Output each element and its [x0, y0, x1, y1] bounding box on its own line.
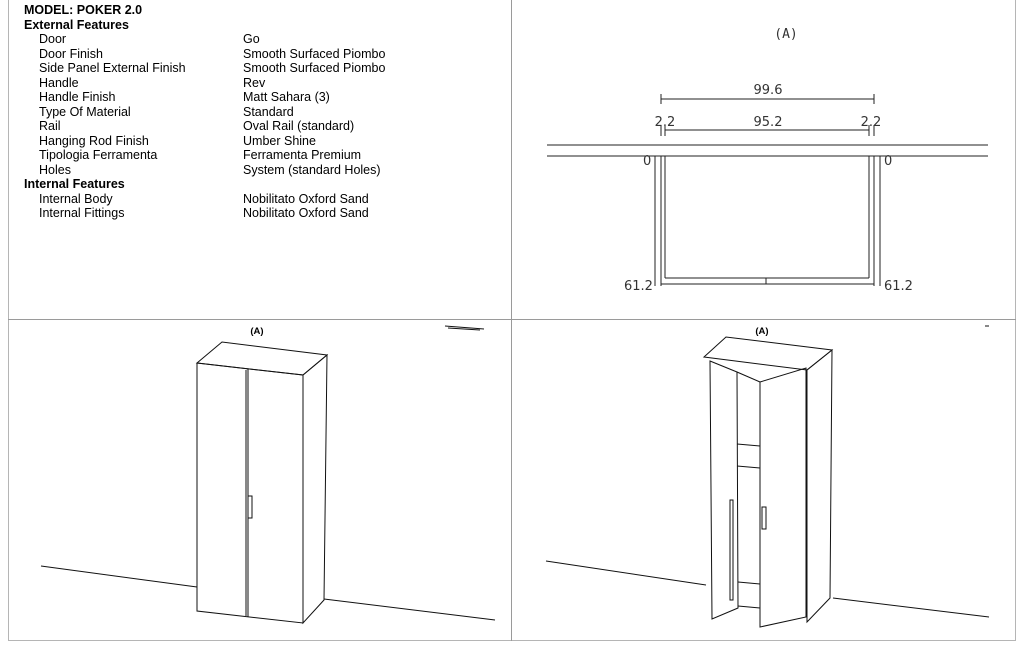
- right-depth-label: 61.2: [884, 279, 913, 294]
- spec-label: Internal Body: [39, 191, 113, 206]
- spec-value: System (standard Holes): [243, 162, 381, 177]
- spec-row: Holes System (standard Holes): [24, 163, 385, 178]
- vertical-divider: [511, 0, 512, 641]
- spec-row: Door Go: [24, 32, 385, 47]
- left-depth-label: 61.2: [624, 279, 653, 294]
- spec-value: Matt Sahara (3): [243, 90, 330, 104]
- spec-label: Internal Fittings: [39, 206, 125, 220]
- door-handle: [247, 495, 253, 519]
- spec-value: Nobilitato Oxford Sand: [243, 191, 369, 206]
- spec-row: Internal Body Nobilitato Oxford Sand: [24, 192, 385, 207]
- spec-row: Side Panel External Finish Smooth Surface…: [24, 61, 385, 76]
- wardrobe-side: [302, 353, 328, 625]
- left-open-door: [709, 360, 739, 620]
- right-offset-label: 0: [884, 154, 892, 169]
- spec-label: Rail: [39, 119, 61, 133]
- specification-panel: MODEL: POKER 2.0 External Features Door G…: [24, 3, 385, 221]
- spec-value: Standard: [243, 104, 294, 119]
- spec-label: Handle: [39, 75, 79, 90]
- spec-row: Door Finish Smooth Surfaced Piombo: [24, 47, 385, 62]
- closed-view-label: (A): [250, 326, 263, 337]
- overall-width-label: 99.6: [754, 83, 783, 98]
- spec-label: Hanging Rod Finish: [39, 133, 149, 148]
- spec-value: Go: [243, 32, 260, 46]
- spec-label: Handle Finish: [39, 90, 116, 104]
- spec-row: Handle Finish Matt Sahara (3): [24, 90, 385, 105]
- floor-line: [545, 560, 707, 586]
- drawing-sheet-frame: [8, 0, 1016, 641]
- door-edge: [729, 499, 734, 601]
- inner-width-label: 95.2: [754, 115, 783, 130]
- spec-label: Type Of Material: [39, 104, 131, 119]
- spec-label: Side Panel External Finish: [39, 61, 186, 75]
- horizontal-divider: [8, 319, 1016, 320]
- open-view-label: (A): [755, 326, 768, 337]
- spec-row: Rail Oval Rail (standard): [24, 119, 385, 134]
- wardrobe-side: [806, 348, 833, 624]
- spec-value: Umber Shine: [243, 133, 316, 148]
- right-open-door: [759, 367, 807, 628]
- spec-row: Handle Rev: [24, 76, 385, 91]
- spec-label: Holes: [39, 162, 71, 177]
- spec-value: Nobilitato Oxford Sand: [243, 206, 369, 220]
- spec-value: Ferramenta Premium: [243, 148, 362, 162]
- left-offset-label: 0: [643, 154, 651, 169]
- interior-shelf: [736, 443, 761, 447]
- external-features-heading: External Features: [24, 17, 129, 32]
- spec-value: Rev: [243, 75, 266, 90]
- spec-row: Internal Fittings Nobilitato Oxford Sand: [24, 206, 385, 221]
- spec-value: Smooth Surfaced Piombo: [243, 46, 386, 61]
- right-panel-thickness-label: 2.2: [861, 115, 882, 130]
- internal-features-heading: Internal Features: [24, 177, 125, 191]
- spec-label: Tipologia Ferramenta: [39, 148, 158, 162]
- spec-label: Door Finish: [39, 46, 103, 61]
- spec-label: Door: [39, 32, 67, 46]
- left-panel-thickness-label: 2.2: [655, 115, 676, 130]
- plan-view-label: (A): [774, 27, 797, 42]
- spec-value: Oval Rail (standard): [243, 119, 355, 133]
- model-title: MODEL: POKER 2.0: [24, 3, 143, 17]
- spec-value: Smooth Surfaced Piombo: [243, 61, 386, 75]
- door-handle: [761, 506, 767, 530]
- spec-row: Hanging Rod Finish Umber Shine: [24, 134, 385, 149]
- spec-row: Tipologia Ferramenta Ferramenta Premium: [24, 148, 385, 163]
- spec-row: Type Of Material Standard: [24, 105, 385, 120]
- floor-line: [40, 565, 198, 588]
